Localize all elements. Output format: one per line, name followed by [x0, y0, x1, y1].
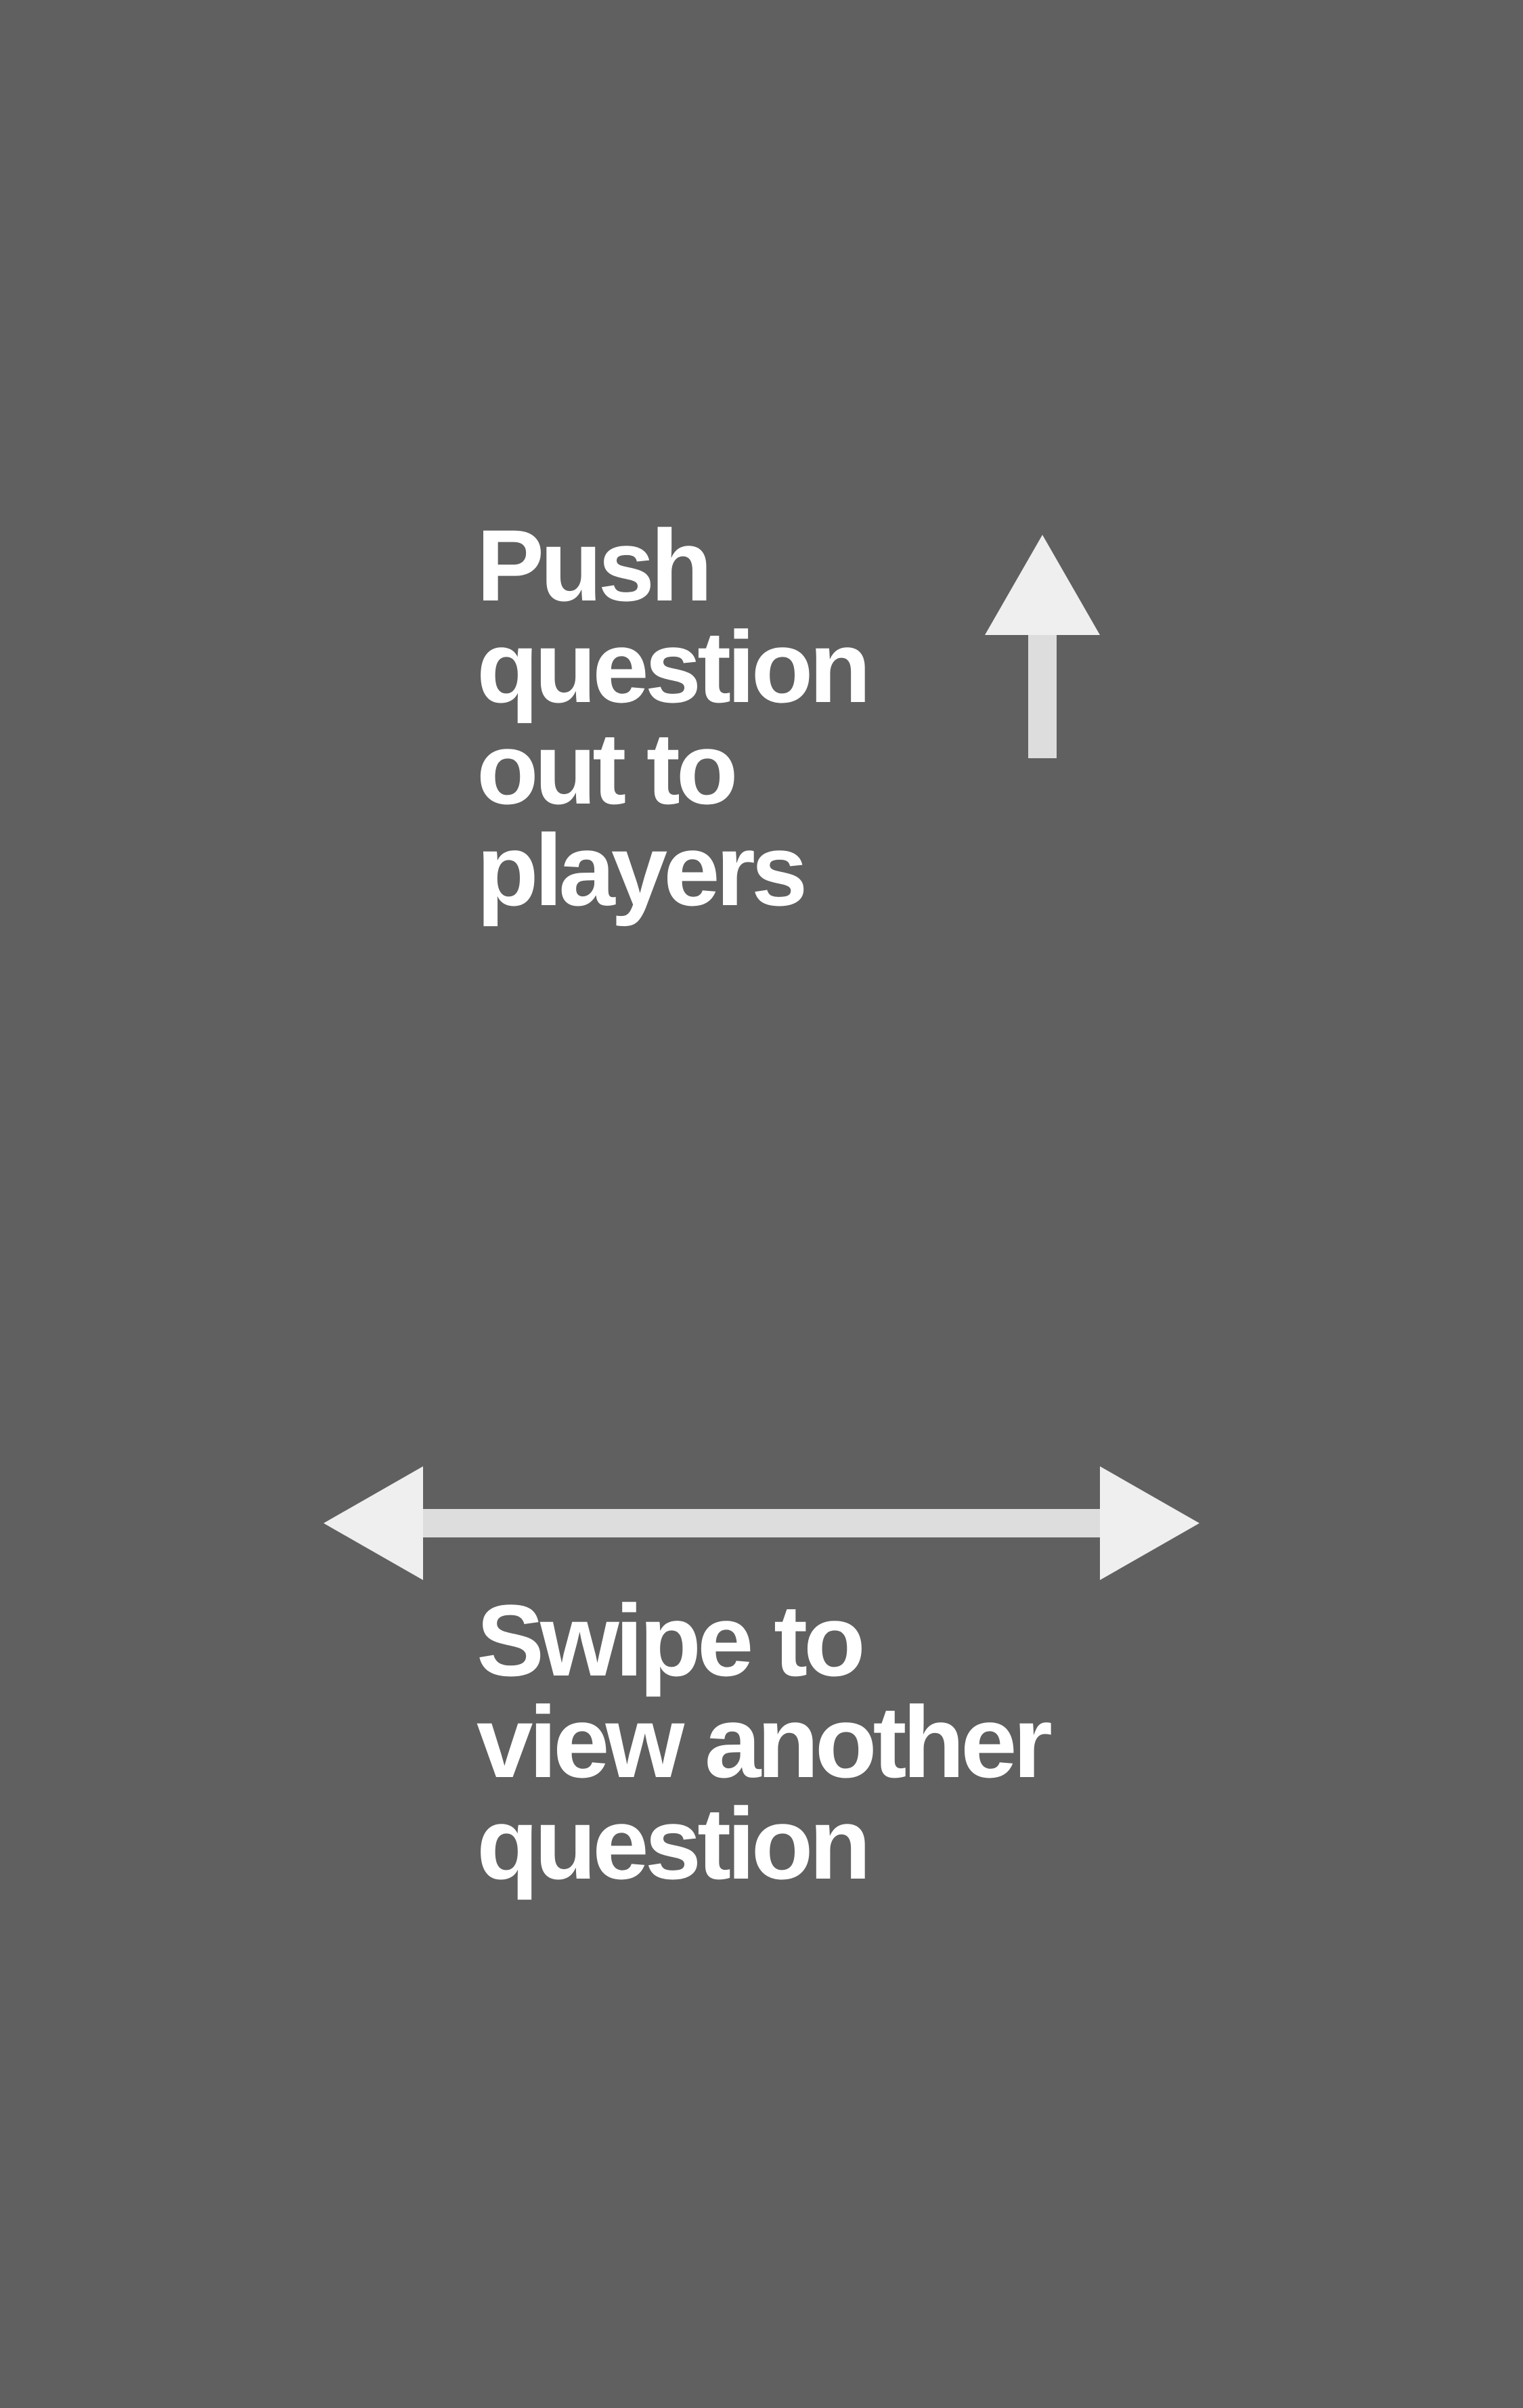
swipe-hint-line: Swipe to — [477, 1583, 866, 1697]
push-hint-line: out to — [477, 712, 738, 825]
arrow-up-shaft — [1028, 630, 1057, 758]
arrow-up-icon — [985, 535, 1100, 758]
push-hint-line: Push — [477, 508, 713, 622]
arrow-up-head — [985, 535, 1100, 635]
arrow-right-head — [1100, 1466, 1199, 1580]
swipe-hint-line: view another — [477, 1685, 1053, 1799]
arrow-left-right-icon — [324, 1466, 1199, 1580]
push-hint-line: players — [477, 813, 808, 927]
arrow-left-head — [324, 1466, 423, 1580]
swipe-hint-text: Swipe to view another question — [477, 1583, 1053, 1900]
push-hint-text: Push question out to players — [477, 508, 871, 927]
arrow-swipe-shaft — [406, 1509, 1117, 1537]
swipe-hint-line: question — [477, 1787, 871, 1900]
push-hint-line: question — [477, 610, 871, 724]
